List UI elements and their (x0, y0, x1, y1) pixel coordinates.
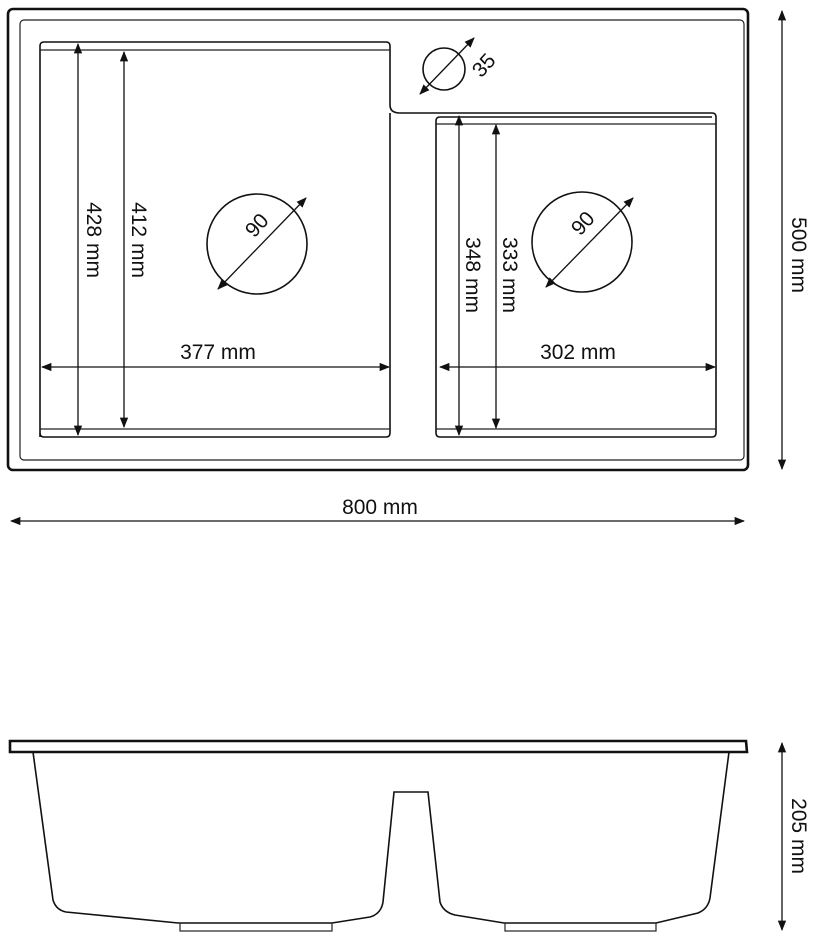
left-base-plate (179, 922, 333, 932)
right-drain-diameter-line (545, 197, 634, 288)
left-inner-depth-label: 412 mm (127, 202, 150, 278)
overall-width-label: 800 mm (342, 496, 418, 519)
top-view: 90 428 mm 412 mm 377 mm 90 348 mm 333 mm… (6, 7, 810, 526)
tap-hole-diameter-label: 35 (468, 49, 501, 82)
right-base-plate (504, 922, 657, 932)
left-drain-diameter-line (217, 197, 307, 290)
left-outer-depth-label: 428 mm (82, 202, 105, 278)
right-outer-depth-label: 348 mm (461, 237, 484, 313)
right-inner-depth-label: 333 mm (498, 237, 521, 313)
right-drain-diameter-label: 90 (567, 207, 600, 240)
left-bowl: 90 428 mm 412 mm 377 mm (39, 41, 717, 438)
sink-body-profile (32, 751, 730, 924)
height-label: 205 mm (787, 798, 810, 874)
right-bowl: 90 348 mm 333 mm 302 mm (436, 114, 717, 437)
left-drain-circle (206, 193, 308, 295)
sink-outline (6, 7, 750, 472)
sink-inner-rim (19, 19, 745, 461)
tap-hole-diameter-line (419, 37, 475, 95)
side-view: 205 mm (8, 739, 810, 932)
left-width-label: 377 mm (180, 341, 256, 364)
sink-rim-profile (8, 739, 749, 754)
overall-depth-label: 500 mm (787, 217, 810, 293)
right-width-label: 302 mm (540, 341, 616, 364)
